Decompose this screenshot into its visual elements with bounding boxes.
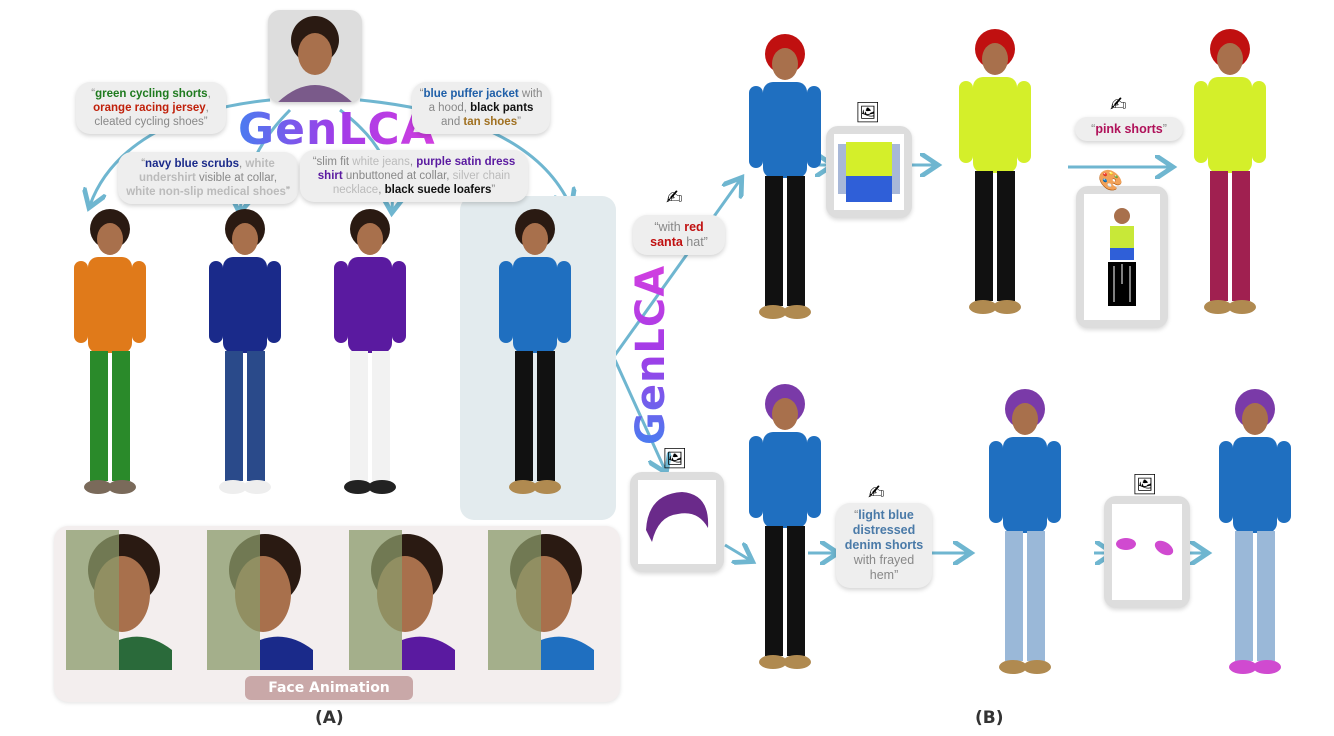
pink-slippers-image [1116, 538, 1174, 556]
prompt-text-segment: “ [854, 508, 859, 522]
prompt-text-segment: hat” [682, 235, 708, 249]
avatar-safety-vest [959, 29, 1031, 314]
avatar-denim-shorts [989, 389, 1061, 674]
face-animation-thumbnail [207, 530, 313, 670]
prompt-text-segment: pink shorts [1095, 122, 1163, 136]
prompt-text-segment: , [409, 156, 417, 168]
prompt-text-segment: green cycling shorts [95, 88, 208, 100]
avatar-cycling-outfit [74, 209, 146, 494]
prompt-bubble-scrubs: “navy blue scrubs, white undershirt visi… [118, 152, 298, 204]
face-animation-thumbnail [349, 530, 455, 670]
prompt-text-segment: red santa [650, 220, 704, 249]
prompt-text-segment: “ [141, 158, 146, 170]
prompt-text-segment: ” [491, 184, 496, 196]
prompt-text-segment: “slim fit [312, 156, 353, 168]
prompt-text-segment: light blue distressed denim shorts [844, 508, 924, 552]
avatar-scrubs-outfit [209, 209, 281, 494]
prompt-text-segment: purple satin dress shirt [317, 156, 516, 182]
avatar-satin-shirt-outfit [334, 209, 406, 494]
genlca-vertical-title: GenLCA [628, 264, 674, 445]
writing-hand-icon: ✍ [1110, 92, 1127, 116]
prompt-text-segment: “ [91, 88, 96, 100]
slippers-reference-card [1104, 496, 1190, 608]
prompt-text-segment: white non-slip medical shoes [126, 186, 286, 198]
prompt-text-segment: navy blue scrubs [145, 158, 240, 170]
prompt-text-segment: with frayed hem” [853, 553, 915, 582]
safety-vest-image [838, 142, 900, 202]
avatar-purple-hair [749, 384, 821, 669]
prompt-text-segment: white jeans [352, 156, 410, 168]
prompt-text-segment: , [239, 158, 246, 170]
portrait-face-icon [278, 16, 352, 102]
prompt-text-segment: ” [285, 186, 290, 198]
vest-reference-card [826, 126, 912, 218]
prompt-text-segment: blue puffer jacket [423, 88, 519, 100]
panel-a-label: (A) [315, 708, 344, 728]
prompt-text-segment: black pants [470, 102, 534, 114]
prompt-text-segment: ” [517, 116, 521, 128]
panel-b-label: (B) [975, 708, 1004, 728]
prompt-bubble-satin-shirt: “slim fit white jeans, purple satin dres… [300, 150, 528, 202]
prompt-bubble-denim-shorts: “light blue distressed denim shorts with… [836, 503, 932, 588]
prompt-text-segment: silver chain necklace [332, 170, 511, 196]
prompt-text-segment: “ [1091, 122, 1096, 136]
prompt-text-segment: , [207, 88, 211, 100]
writing-hand-icon: ✍ [868, 480, 885, 504]
prompt-text-segment: “with [654, 220, 685, 234]
prompt-bubble-puffer: “blue puffer jacket with a hood, black p… [412, 82, 550, 134]
avatar-puffer-outfit [499, 209, 571, 494]
prompt-text-segment: , cleated cycling shoes” [94, 102, 209, 128]
writing-hand-icon: ✍ [666, 185, 683, 209]
artist-palette-icon: 🎨 [1098, 168, 1123, 192]
hair-reference-card [630, 472, 724, 572]
face-animation-thumbnail [66, 530, 172, 670]
prompt-text-segment: and [441, 116, 464, 128]
avatar-pink-slippers [1219, 389, 1291, 674]
prompt-text-segment: unbuttoned at collar, [342, 170, 453, 182]
face-animation-label: Face Animation [245, 676, 413, 700]
genlca-title: GenLCA [238, 104, 436, 155]
purple-hair-image [646, 492, 709, 542]
prompt-text-segment: with a hood, [428, 88, 543, 114]
prompt-text-segment: , [378, 184, 385, 196]
prompt-text-segment: white undershirt [138, 158, 275, 184]
avatar-pink-shorts [1194, 29, 1266, 314]
sketch-shorts-image [1108, 208, 1136, 306]
portrait-photo [268, 10, 362, 102]
prompt-bubble-santa-hat: “with red santa hat” [633, 215, 725, 255]
sketch-reference-card [1076, 186, 1168, 328]
prompt-bubble-cycling: “green cycling shorts, orange racing jer… [76, 82, 226, 134]
prompt-text-segment: ” [1162, 122, 1167, 136]
prompt-text-segment: visible at collar, [195, 172, 278, 184]
framed-picture-icon: 🖼 [662, 446, 688, 470]
avatar-santa-hat [749, 34, 821, 319]
prompt-bubble-pink-shorts: “pink shorts” [1075, 117, 1183, 141]
face-animation-thumbnail [488, 530, 594, 670]
prompt-text-segment: black suede loafers [384, 184, 492, 196]
framed-picture-icon: 🖼 [855, 100, 881, 124]
framed-picture-icon: 🖼 [1132, 472, 1158, 496]
prompt-text-segment: “ [419, 88, 424, 100]
prompt-text-segment: orange racing jersey [93, 102, 206, 114]
prompt-text-segment: tan shoes [463, 116, 518, 128]
